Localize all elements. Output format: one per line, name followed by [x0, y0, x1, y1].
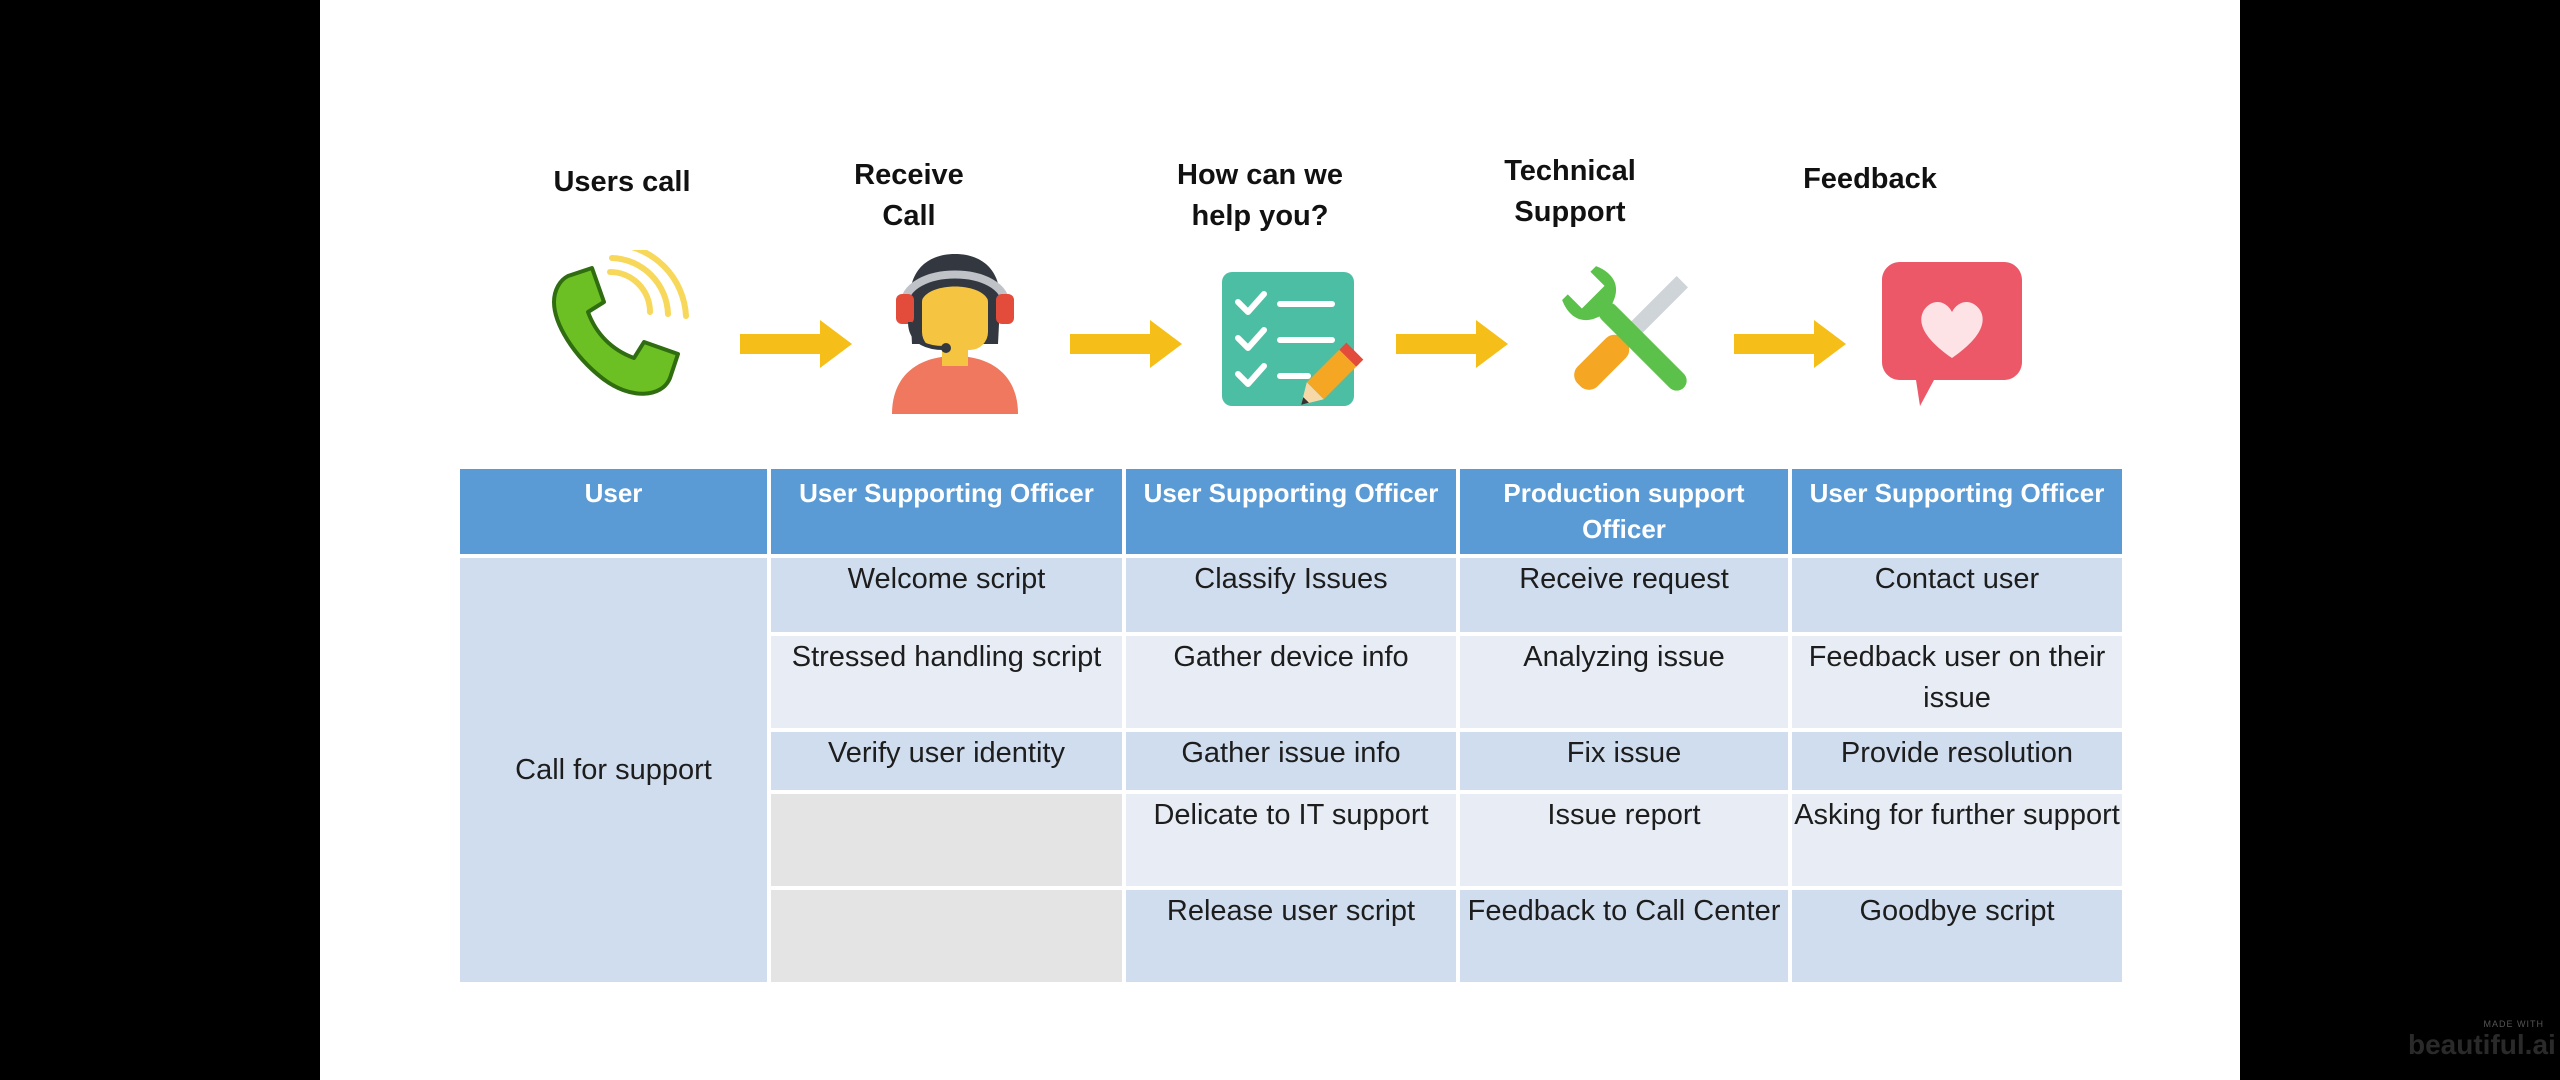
- table-cell: Delicate to IT support: [1126, 794, 1456, 886]
- table-cell: Classify Issues: [1126, 558, 1456, 632]
- header-user: User: [460, 469, 767, 554]
- heart-chat-icon: [1882, 262, 2022, 406]
- operator-headset-icon: [892, 254, 1018, 414]
- table-cell: Contact user: [1792, 558, 2122, 632]
- table-cell: Gather issue info: [1126, 732, 1456, 790]
- header-user-supporting-officer: User Supporting Officer: [1792, 469, 2122, 554]
- process-table: User User Supporting Officer User Suppor…: [456, 465, 2126, 986]
- step-title-receive-call: Receive Call: [854, 159, 964, 232]
- tools-icon: [1562, 266, 1688, 391]
- table-cell: Gather device info: [1126, 636, 1456, 728]
- step-title-feedback: Feedback: [1803, 163, 1937, 195]
- table-cell: Issue report: [1460, 794, 1788, 886]
- header-user-supporting-officer: User Supporting Officer: [1126, 469, 1456, 554]
- step-title-users-call: Users call: [553, 166, 691, 198]
- table-cell: Stressed handling script: [771, 636, 1122, 728]
- arrow-right-icon: [1396, 320, 1508, 368]
- user-action-cell: Call for support: [460, 558, 767, 982]
- table-row: Release user script Feedback to Call Cen…: [460, 890, 2122, 982]
- table-cell: Verify user identity: [771, 732, 1122, 790]
- table-cell: Feedback user on their issue: [1792, 636, 2122, 728]
- table-cell: Welcome script: [771, 558, 1122, 632]
- arrow-right-icon: [1734, 320, 1846, 368]
- table-cell: Asking for further support: [1792, 794, 2122, 886]
- header-production-support-officer: Production support Officer: [1460, 469, 1788, 554]
- made-with-label: MADE WITH: [2483, 1019, 2544, 1029]
- table-row: Call for support Welcome script Classify…: [460, 558, 2122, 982]
- arrow-right-icon: [740, 320, 852, 368]
- empty-cell: [771, 794, 1122, 886]
- table-row: Verify user identity Gather issue info F…: [460, 732, 2122, 790]
- table-header-row: User User Supporting Officer User Suppor…: [460, 469, 2122, 554]
- brand-name: beautiful.ai: [2408, 1029, 2556, 1060]
- slide: Users call Receive Call How can we help …: [320, 0, 2556, 1080]
- table-cell: Receive request: [1460, 558, 1788, 632]
- table-cell: Feedback to Call Center: [1460, 890, 1788, 982]
- arrow-right-icon: [1070, 320, 1182, 368]
- table-cell: Fix issue: [1460, 732, 1788, 790]
- empty-cell: [771, 890, 1122, 982]
- step-title-how-can-we-help: How can we help you?: [1177, 159, 1343, 232]
- table-cell: Goodbye script: [1792, 890, 2122, 982]
- branding-logo: MADE WITH beautiful.ai: [2408, 1018, 2556, 1060]
- checklist-icon: [1222, 272, 1364, 406]
- table-cell: Provide resolution: [1792, 732, 2122, 790]
- table-cell: Analyzing issue: [1460, 636, 1788, 728]
- phone-icon: [552, 250, 689, 396]
- table-cell: Release user script: [1126, 890, 1456, 982]
- table-row: Delicate to IT support Issue report Aski…: [460, 794, 2122, 886]
- step-title-technical-support: Technical Support: [1504, 155, 1636, 228]
- table-row: Stressed handling script Gather device i…: [460, 636, 2122, 728]
- header-user-supporting-officer: User Supporting Officer: [771, 469, 1122, 554]
